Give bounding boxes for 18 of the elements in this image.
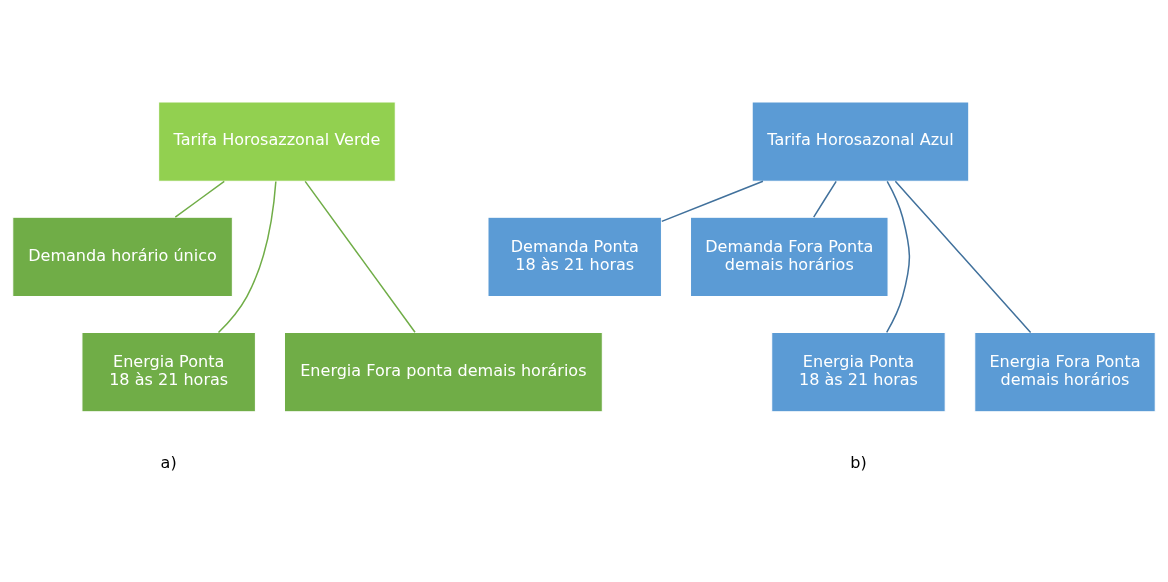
node-box: Demanda Ponta 18 às 21 horas — [487, 216, 662, 297]
connector — [894, 180, 1032, 334]
connector — [174, 180, 225, 218]
node-box: Tarifa Horosazonal Azul — [751, 101, 970, 182]
node-box: Energia Fora ponta demais horários — [283, 332, 603, 413]
node-box: Energia Ponta 18 às 21 horas — [771, 332, 946, 413]
node-box: Demanda horário único — [12, 216, 233, 297]
node-box: Tarifa Horosazzonal Verde — [158, 101, 396, 182]
node-box: Energia Ponta 18 às 21 horas — [81, 332, 256, 413]
connector — [812, 180, 837, 218]
label: a) — [160, 452, 177, 472]
connector — [217, 180, 277, 334]
node-box: Demanda Fora Ponta demais horários — [690, 216, 889, 297]
label: b) — [850, 452, 867, 472]
connector — [304, 180, 416, 333]
connector — [661, 180, 764, 223]
connector — [885, 180, 911, 334]
node-box: Energia Fora Ponta demais horários — [974, 332, 1156, 413]
